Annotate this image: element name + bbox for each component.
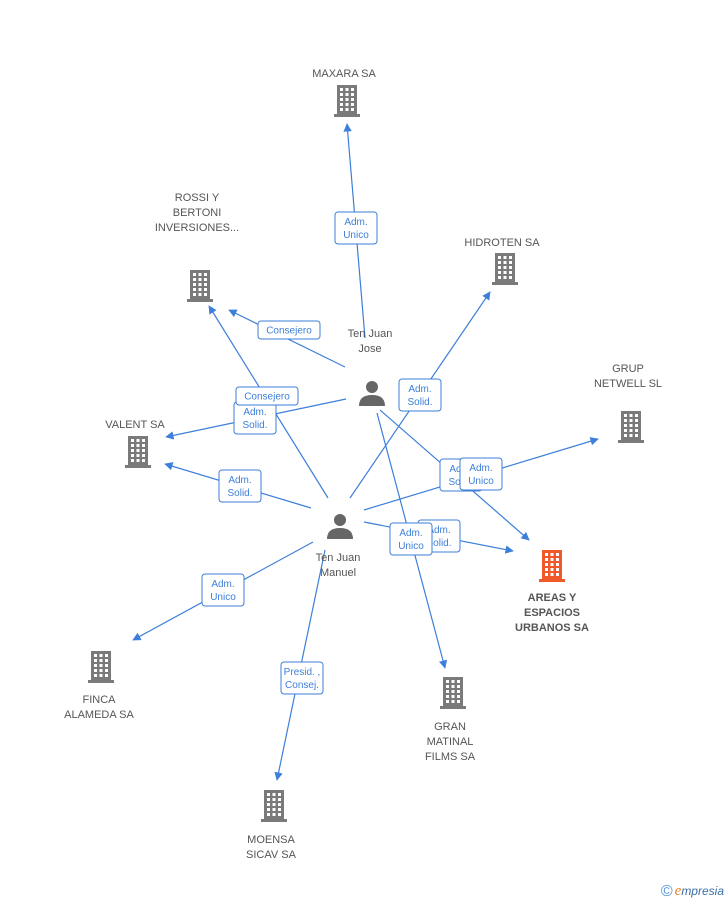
node-label: HIDROTEN SA	[464, 237, 540, 249]
nodes-layer: MAXARA SA ROSSI Y BERTONI INVERSIONES... HID…	[64, 68, 662, 861]
edge-label-manuel-hidroten[interactable]: Adm. Solid.	[398, 378, 442, 412]
node-label: GRAN	[434, 721, 466, 733]
node-label: FINCA	[83, 694, 117, 706]
edge-label-text: Adm.	[211, 579, 234, 590]
edge-label-text: Adm.	[344, 217, 367, 228]
building-icon	[618, 411, 644, 443]
node-maxara[interactable]: MAXARA SA	[312, 68, 376, 117]
building-icon	[492, 253, 518, 285]
edge-label-text: Adm.	[399, 528, 422, 539]
node-label: MAXARA SA	[312, 68, 376, 80]
edge-label-text: Consej.	[285, 680, 319, 691]
building-icon	[334, 85, 360, 117]
edge-label-manuel-moensa[interactable]: Presid. , Consej.	[280, 661, 324, 695]
node-areas[interactable]: AREAS Y ESPACIOS URBANOS SA	[515, 550, 589, 634]
brand-logo-text: mpresia	[681, 884, 724, 899]
person-icon	[359, 381, 385, 406]
edge-label-text: Adm.	[408, 384, 431, 395]
building-icon	[440, 677, 466, 709]
edge-label-text: Consejero	[266, 326, 312, 337]
node-finca[interactable]: FINCA ALAMEDA SA	[64, 651, 135, 721]
node-label: GRUP	[612, 363, 644, 375]
building-icon	[88, 651, 114, 683]
brand-logo-e: e	[674, 883, 682, 900]
edge-label-text: Adm.	[243, 407, 266, 418]
edge-label-box	[218, 469, 262, 503]
node-moensa[interactable]: MOENSA SICAV SA	[246, 790, 297, 861]
edge-label-text: Unico	[398, 541, 424, 552]
edge-label-text: Solid.	[407, 397, 432, 408]
edge-label-jose-valent[interactable]: Adm. Solid.	[233, 401, 277, 435]
node-label: INVERSIONES...	[155, 222, 239, 234]
edge-label-box	[257, 320, 321, 340]
edge-label-manuel-valent[interactable]: Adm. Solid.	[218, 469, 262, 503]
copyright-icon: ©	[660, 883, 673, 900]
building-icon	[261, 790, 287, 822]
edge-label-text: Consejero	[244, 392, 290, 403]
edge-label-box	[459, 457, 503, 491]
building-icon	[539, 550, 565, 582]
copyright-brand[interactable]: ©empresia	[661, 883, 724, 901]
edge-label-box	[201, 573, 245, 607]
edge-label-manuel-finca[interactable]: Adm. Unico	[201, 573, 245, 607]
node-gran[interactable]: GRAN MATINAL FILMS SA	[425, 677, 476, 763]
edge-label-text: Unico	[343, 230, 369, 241]
node-label: Ten Juan	[316, 552, 361, 564]
node-label: Ten Juan	[348, 328, 393, 340]
node-label: MATINAL	[427, 736, 474, 748]
node-rossi[interactable]: ROSSI Y BERTONI INVERSIONES...	[155, 192, 239, 302]
edge-label-text: Adm.	[469, 463, 492, 474]
edge-label-manuel-rossi[interactable]: Consejero	[235, 386, 299, 406]
edge-label-box	[334, 211, 378, 245]
edge-label-text: Solid.	[426, 538, 451, 549]
node-hidroten[interactable]: HIDROTEN SA	[464, 237, 540, 285]
building-icon	[125, 436, 151, 468]
edge-label-box	[389, 522, 433, 556]
building-icon	[187, 270, 213, 302]
edge-label-text: Solid.	[242, 420, 267, 431]
edge-label-jose-maxara[interactable]: Adm. Unico	[334, 211, 378, 245]
edge-label-text: Adm.	[228, 475, 251, 486]
edge-labels-layer: Adm.UnicoConsejeroAdm.Solid.Adm.Solid.Co…	[201, 211, 503, 695]
node-label: URBANOS SA	[515, 622, 589, 634]
node-label: ALAMEDA SA	[64, 709, 134, 721]
edge-label-manuel-gran[interactable]: Adm. Unico	[389, 522, 433, 556]
node-label: MOENSA	[247, 834, 295, 846]
node-label: NETWELL SL	[594, 378, 662, 390]
edge-label-manuel-grup[interactable]: Adm. Unico	[459, 457, 503, 491]
edge-label-box	[398, 378, 442, 412]
node-label: FILMS SA	[425, 751, 476, 763]
node-label: SICAV SA	[246, 849, 297, 861]
node-label: AREAS Y	[528, 592, 577, 604]
node-label: Manuel	[320, 567, 356, 579]
person-icon	[327, 514, 353, 539]
node-label: BERTONI	[173, 207, 222, 219]
node-label: ESPACIOS	[524, 607, 580, 619]
node-label: ROSSI Y	[175, 192, 220, 204]
node-grup[interactable]: GRUP NETWELL SL	[594, 363, 662, 443]
edge-label-text: Solid.	[227, 488, 252, 499]
node-valent[interactable]: VALENT SA	[105, 419, 165, 468]
edge-label-text: Unico	[468, 476, 494, 487]
edge-label-jose-rossi[interactable]: Consejero	[257, 320, 321, 340]
edge-label-box	[235, 386, 299, 406]
node-label: Jose	[358, 343, 381, 355]
edge-label-text: Presid. ,	[284, 667, 321, 678]
edge-label-box	[280, 661, 324, 695]
edge-label-text: Unico	[210, 592, 236, 603]
edge-label-text: Adm.	[427, 525, 450, 536]
node-label: VALENT SA	[105, 419, 165, 431]
